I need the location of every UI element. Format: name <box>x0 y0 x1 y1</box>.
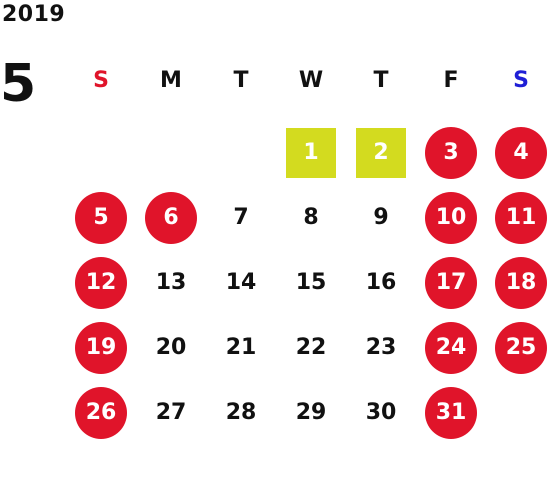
calendar-cell: 23 <box>346 315 416 380</box>
calendar-cell: 27 <box>136 380 206 445</box>
day-28[interactable]: 28 <box>225 400 257 425</box>
day-26[interactable]: 26 <box>75 386 127 439</box>
day-27[interactable]: 27 <box>155 400 187 425</box>
day-1[interactable]: 1 <box>286 127 336 178</box>
calendar-cell: 26 <box>66 380 136 445</box>
day-13[interactable]: 13 <box>155 270 187 295</box>
weekday-label: W <box>298 68 324 93</box>
calendar-cell: 2 <box>346 120 416 185</box>
calendar-month: 5 <box>0 54 37 114</box>
day-8[interactable]: 8 <box>303 205 319 230</box>
calendar-year: 2019 <box>2 2 66 27</box>
day-23[interactable]: 23 <box>365 335 397 360</box>
weekday-label: S <box>513 68 529 93</box>
day-5[interactable]: 5 <box>75 191 127 244</box>
day-16[interactable]: 16 <box>365 270 397 295</box>
calendar-cell: 19 <box>66 315 136 380</box>
weekday-label: M <box>160 68 182 93</box>
calendar-cell: 22 <box>276 315 346 380</box>
calendar-cell: 8 <box>276 185 346 250</box>
weekday-label: T <box>373 68 389 93</box>
calendar-cell <box>136 120 206 185</box>
day-24[interactable]: 24 <box>425 321 477 374</box>
day-30[interactable]: 30 <box>365 400 397 425</box>
calendar-cell: 9 <box>346 185 416 250</box>
day-12[interactable]: 12 <box>75 256 127 309</box>
day-14[interactable]: 14 <box>225 270 257 295</box>
day-20[interactable]: 20 <box>155 335 187 360</box>
calendar-cell: 14 <box>206 250 276 315</box>
day-17[interactable]: 17 <box>425 256 477 309</box>
calendar-cell: 12 <box>66 250 136 315</box>
calendar-cell: 24 <box>416 315 486 380</box>
calendar-cell: 11 <box>486 185 548 250</box>
calendar-cell: 3 <box>416 120 486 185</box>
day-6[interactable]: 6 <box>145 191 197 244</box>
calendar-cell: 17 <box>416 250 486 315</box>
day-22[interactable]: 22 <box>295 335 327 360</box>
day-21[interactable]: 21 <box>225 335 257 360</box>
day-31[interactable]: 31 <box>425 386 477 439</box>
calendar-cell <box>486 380 548 445</box>
calendar-cell: 28 <box>206 380 276 445</box>
calendar-cell: 4 <box>486 120 548 185</box>
calendar-cell: 30 <box>346 380 416 445</box>
weekday-label: F <box>443 68 459 93</box>
calendar-cell: 7 <box>206 185 276 250</box>
day-9[interactable]: 9 <box>373 205 389 230</box>
calendar-cell: 1 <box>276 120 346 185</box>
calendar-cell <box>206 120 276 185</box>
calendar-cell: 18 <box>486 250 548 315</box>
day-19[interactable]: 19 <box>75 321 127 374</box>
day-25[interactable]: 25 <box>495 321 547 374</box>
day-4[interactable]: 4 <box>495 126 547 179</box>
calendar-cell: 21 <box>206 315 276 380</box>
day-18[interactable]: 18 <box>495 256 547 309</box>
calendar-cell: 5 <box>66 185 136 250</box>
calendar-cell: 25 <box>486 315 548 380</box>
day-15[interactable]: 15 <box>295 270 327 295</box>
weekday-label: S <box>93 68 109 93</box>
calendar-cell: 6 <box>136 185 206 250</box>
calendar-cell: 31 <box>416 380 486 445</box>
day-3[interactable]: 3 <box>425 126 477 179</box>
calendar-cell: 20 <box>136 315 206 380</box>
day-2[interactable]: 2 <box>356 127 406 178</box>
day-7[interactable]: 7 <box>233 205 249 230</box>
day-29[interactable]: 29 <box>295 400 327 425</box>
day-11[interactable]: 11 <box>495 191 547 244</box>
calendar-cell: 29 <box>276 380 346 445</box>
calendar-cell: 10 <box>416 185 486 250</box>
calendar-cell: 16 <box>346 250 416 315</box>
day-10[interactable]: 10 <box>425 191 477 244</box>
calendar-cell: 15 <box>276 250 346 315</box>
calendar-cell: 13 <box>136 250 206 315</box>
weekday-label: T <box>233 68 249 93</box>
calendar-cell <box>66 120 136 185</box>
